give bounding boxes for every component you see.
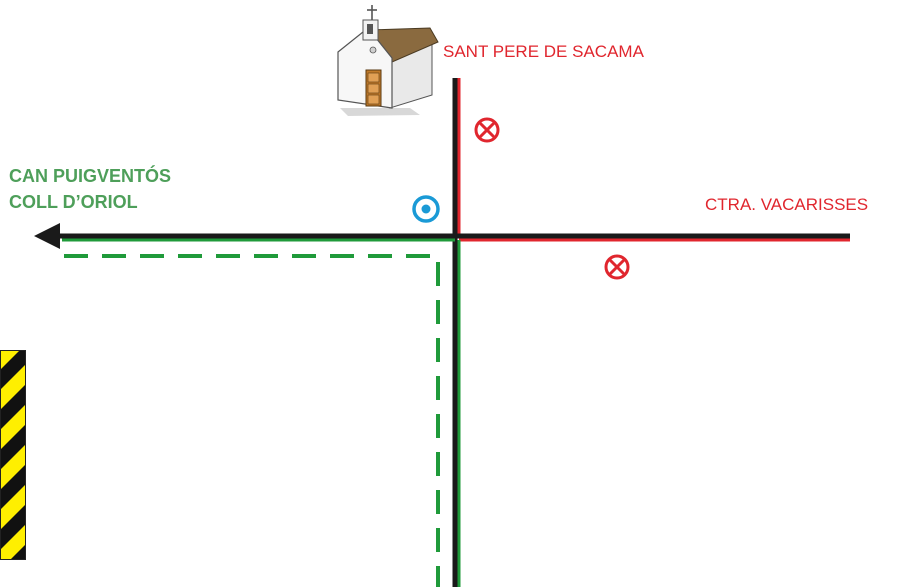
church-label: SANT PERE DE SACAMA <box>443 42 644 61</box>
route-dashed <box>64 254 440 587</box>
road-north <box>452 78 461 238</box>
road-label: CTRA. VACARISSES <box>705 195 869 214</box>
no-entry-icon <box>604 254 630 280</box>
arrow-left-icon <box>34 223 60 249</box>
route-solid <box>62 238 461 587</box>
no-entry-icon <box>474 117 500 143</box>
destination-line-2: COLL D’ORIOL <box>9 192 138 212</box>
church-icon <box>337 5 439 116</box>
you-are-here-icon <box>412 195 440 223</box>
destination-label: CAN PUIGVENTÓS COLL D’ORIOL <box>9 163 171 215</box>
destination-line-1: CAN PUIGVENTÓS <box>9 166 172 186</box>
hazard-stripes-icon <box>0 350 26 560</box>
